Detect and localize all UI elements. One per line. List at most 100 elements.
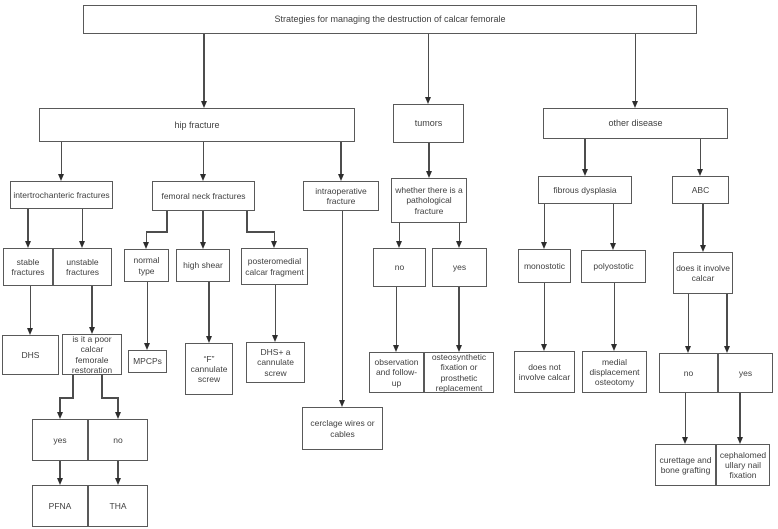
edge-line: [543, 283, 546, 345]
edge-line: [584, 139, 586, 170]
node-label-cephalomedullary: cephalomedullary nail fixation: [719, 449, 767, 480]
arrowhead-icon: [114, 412, 121, 419]
edge-line: [117, 398, 119, 413]
edge-line: [27, 209, 29, 242]
arrowhead-icon: [143, 242, 149, 249]
node-label-involve_calcar: does it involve calcar: [676, 262, 730, 283]
arrowhead-icon: [200, 174, 206, 181]
arrowhead-icon: [339, 400, 345, 407]
node-label-medial_osteotomy: medial displacement osteotomy: [589, 356, 640, 387]
node-involve_calcar: does it involve calcar: [673, 252, 733, 294]
arrowhead-icon: [425, 97, 431, 104]
edge-line: [726, 294, 728, 347]
node-restoration: is it a poor calcar femorale restoration: [62, 334, 122, 375]
arrowhead-icon: [697, 169, 703, 176]
arrowhead-icon: [541, 344, 547, 351]
edge-line: [29, 286, 32, 329]
node-label-mpcps: MPCPs: [133, 356, 162, 367]
arrowhead-icon: [632, 101, 638, 108]
edge-line: [101, 397, 119, 399]
edge-line: [428, 143, 430, 172]
node-normal_type: normal type: [124, 249, 169, 282]
edge-line: [60, 142, 63, 175]
edge-line: [613, 283, 616, 345]
edge-line: [59, 398, 61, 413]
node-pathological: whether there is a pathological fracture: [391, 178, 467, 223]
node-osteosynthetic: osteosynthetic fixation or prosthetic re…: [424, 352, 494, 393]
arrowhead-icon: [56, 478, 63, 485]
edge-line: [91, 286, 93, 328]
node-fibrous_dysplasia: fibrous dysplasia: [538, 176, 632, 204]
node-label-intraoperative: intraoperative fracture: [315, 185, 367, 206]
node-rest_no: no: [88, 419, 148, 461]
node-title: Strategies for managing the destruction …: [83, 5, 697, 34]
node-monostotic: monostotic: [518, 249, 571, 283]
edge-line: [208, 282, 210, 337]
edge-line: [398, 223, 401, 242]
edge-line: [634, 34, 637, 102]
node-label-other_disease: other disease: [608, 118, 663, 129]
node-intertrochanteric: intertrochanteric fractures: [10, 181, 113, 209]
node-label-abc: ABC: [691, 184, 710, 195]
arrowhead-icon: [200, 101, 207, 108]
arrowhead-icon: [337, 174, 344, 181]
arrowhead-icon: [736, 437, 743, 444]
edge-line: [146, 282, 149, 344]
node-label-f_screw: “F” cannulate screw: [190, 353, 228, 384]
edge-line: [59, 461, 61, 479]
edge-line: [341, 211, 344, 401]
node-label-title: Strategies for managing the destruction …: [274, 14, 506, 25]
arrowhead-icon: [144, 343, 150, 350]
node-label-pfna: PFNA: [48, 500, 72, 511]
arrowhead-icon: [723, 346, 730, 353]
node-observation: observation and follow-up: [369, 352, 424, 393]
edge-line: [202, 211, 204, 243]
node-label-polyostotic: polyostotic: [593, 261, 634, 272]
node-abc: ABC: [672, 176, 729, 204]
node-label-posteromedial: posteromedial calcar fragment: [245, 256, 304, 277]
node-label-path_no: no: [394, 262, 405, 273]
edge-line: [458, 287, 460, 346]
node-label-monostotic: monostotic: [523, 260, 566, 271]
node-label-observation: observation and follow-up: [374, 357, 419, 388]
arrowhead-icon: [455, 345, 462, 352]
edge-line: [202, 142, 205, 175]
edge-line: [203, 34, 205, 102]
node-label-inv_yes: yes: [738, 367, 753, 378]
node-label-femoral_neck: femoral neck fractures: [161, 190, 246, 201]
arrowhead-icon: [610, 243, 616, 250]
node-mpcps: MPCPs: [128, 350, 167, 373]
arrowhead-icon: [581, 169, 588, 176]
edge-line: [395, 287, 398, 346]
node-inv_no: no: [659, 353, 718, 393]
arrowhead-icon: [88, 327, 95, 334]
edge-line: [687, 294, 690, 347]
node-pfna: PFNA: [32, 485, 88, 527]
node-unstable: unstable fractures: [53, 248, 112, 286]
node-label-intertrochanteric: intertrochanteric fractures: [13, 189, 110, 200]
arrowhead-icon: [56, 412, 63, 419]
edge-line: [702, 204, 704, 246]
node-other_disease: other disease: [543, 108, 728, 139]
node-femoral_neck: femoral neck fractures: [152, 181, 255, 211]
edge-line: [458, 223, 461, 242]
node-label-inv_no: no: [683, 367, 694, 378]
node-cephalomedullary: cephalomedullary nail fixation: [716, 444, 770, 486]
node-label-pathological: whether there is a pathological fracture: [395, 185, 463, 216]
node-tumors: tumors: [393, 104, 464, 143]
edge-line: [543, 204, 546, 243]
node-not_involve: does not involve calcar: [514, 351, 575, 393]
edge-line: [117, 461, 119, 479]
edge-line: [427, 34, 430, 98]
arrowhead-icon: [199, 242, 206, 249]
edge-line: [739, 393, 741, 438]
edge-line: [699, 139, 702, 170]
edge-line: [684, 393, 687, 438]
node-f_screw: “F” cannulate screw: [185, 343, 233, 395]
node-label-osteosynthetic: osteosynthetic fixation or prosthetic re…: [431, 352, 487, 393]
node-label-dhs: DHS: [21, 349, 40, 360]
node-label-rest_no: no: [113, 434, 123, 445]
node-medial_osteotomy: medial displacement osteotomy: [582, 351, 647, 393]
node-path_no: no: [373, 248, 426, 287]
